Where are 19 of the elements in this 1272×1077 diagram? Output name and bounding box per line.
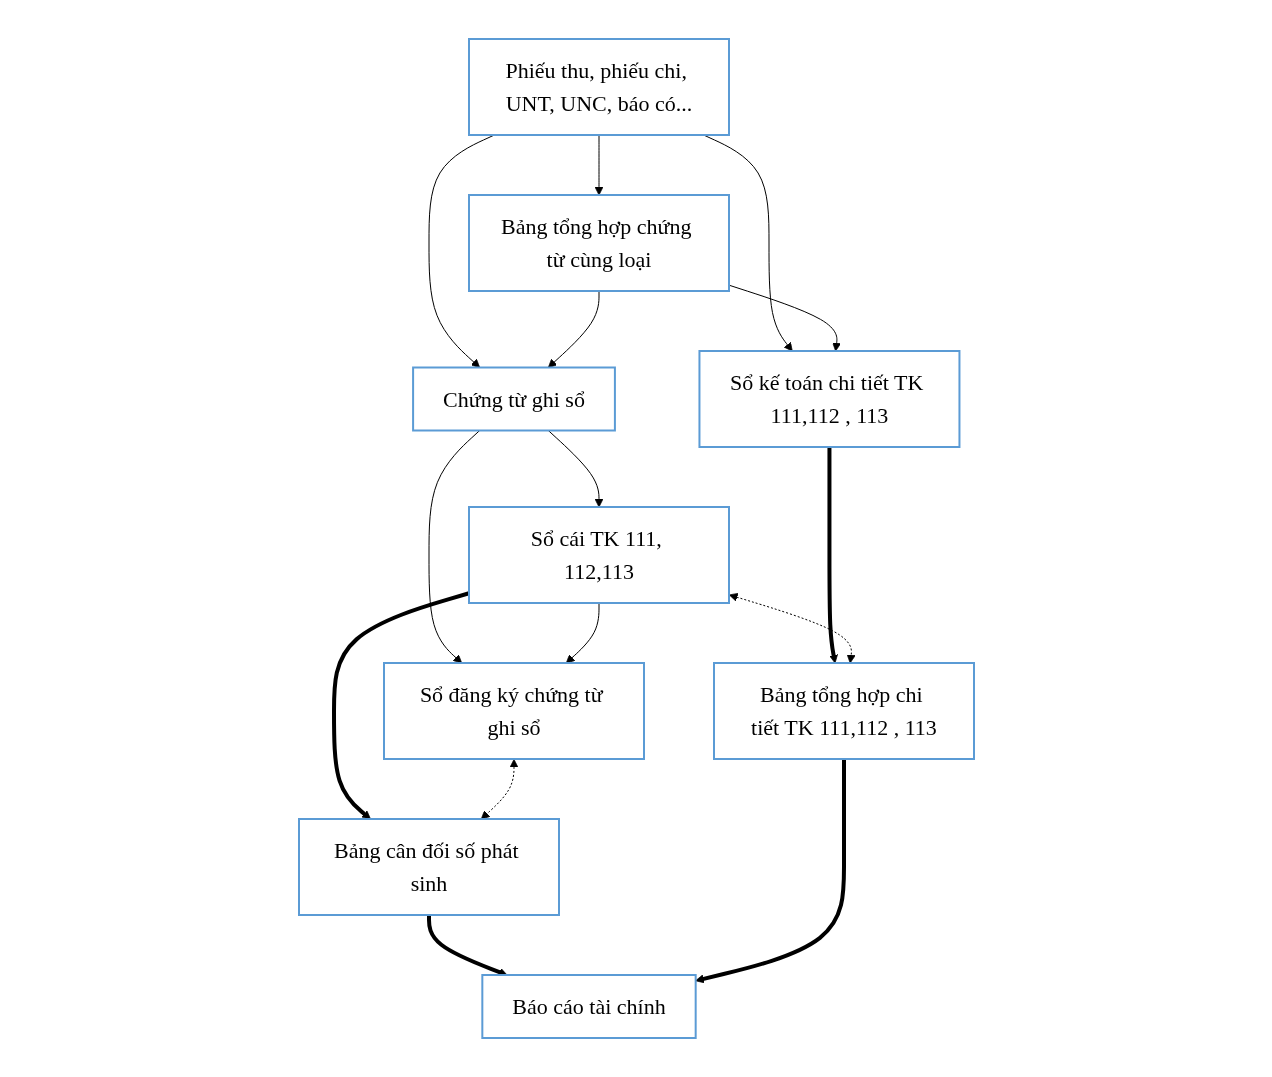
arrow [826,447,838,664]
arrow [565,602,599,664]
node-box: Sổ cái TK 111, 112,113 [467,506,730,604]
arrow [728,284,841,352]
node-box: Bảng cân đối số phát sinh [297,818,560,916]
node-box: Bảng tổng hợp chứng từ cùng loại [467,194,730,292]
arrow [594,134,603,196]
node-box: Phiếu thu, phiếu chi, UNT, UNC, báo có... [467,38,730,136]
node-box: Sổ đăng ký chứng từ ghi sổ [382,662,645,760]
arrow [480,759,518,820]
arrow [728,593,856,664]
node-box: Báo cáo tài chính [480,974,697,1039]
arrow [428,430,480,664]
node-box: Chứng từ ghi sổ [411,366,616,432]
node-box: Bảng tổng hợp chi tiết TK 111,112 , 113 [712,662,975,760]
arrow [547,430,603,508]
arrow [426,915,507,977]
node-box: Sổ kế toán chi tiết TK 111,112 , 113 [697,350,960,448]
arrow [547,290,599,368]
